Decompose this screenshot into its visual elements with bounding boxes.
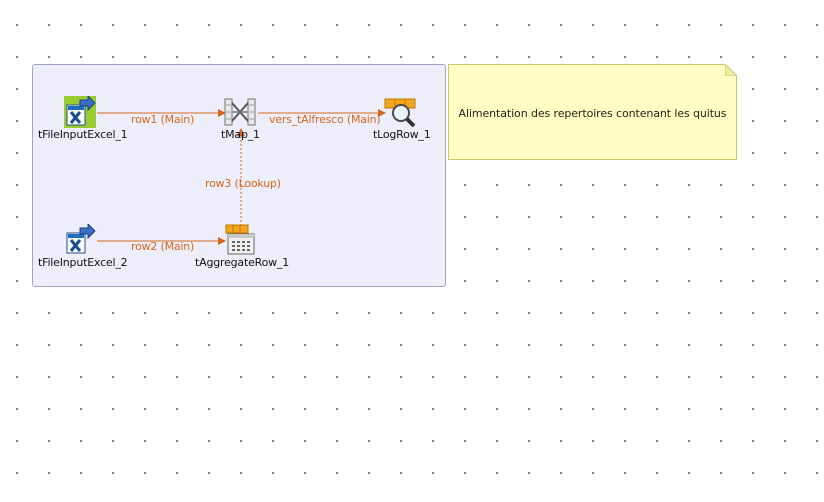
link-label-vers-talfresco[interactable]: vers_tAlfresco (Main) xyxy=(269,113,381,126)
log-row-icon[interactable] xyxy=(384,96,416,128)
link-row3-lookup[interactable] xyxy=(237,128,245,226)
link-row2[interactable] xyxy=(97,237,226,245)
excel-input-icon[interactable] xyxy=(64,96,96,128)
component-label: tFileInputExcel_1 xyxy=(38,128,128,141)
note-text: Alimentation des repertoires contenant l… xyxy=(458,107,727,120)
component-label: tFileInputExcel_2 xyxy=(38,256,128,269)
note[interactable]: Alimentation des repertoires contenant l… xyxy=(448,64,737,160)
note-fold xyxy=(725,64,737,76)
component-label: tLogRow_1 xyxy=(373,128,431,141)
link-vers-talfresco[interactable] xyxy=(258,109,386,117)
tmap-icon[interactable] xyxy=(224,96,256,128)
aggregate-row-icon[interactable] xyxy=(224,224,256,256)
link-label-row3[interactable]: row3 (Lookup) xyxy=(205,177,281,190)
excel-input-icon[interactable] xyxy=(64,224,96,256)
link-row1[interactable] xyxy=(97,109,226,117)
component-label: tMap_1 xyxy=(221,128,260,141)
link-label-row2[interactable]: row2 (Main) xyxy=(131,240,195,253)
link-label-row1[interactable]: row1 (Main) xyxy=(131,113,195,126)
component-label: tAggregateRow_1 xyxy=(195,256,290,269)
